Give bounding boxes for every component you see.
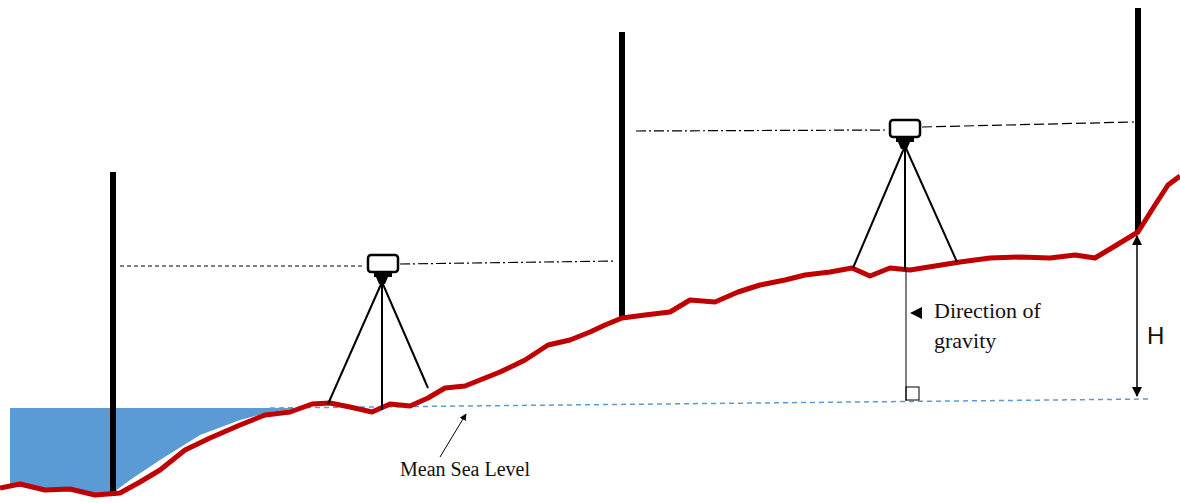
line-of-sight <box>120 265 365 266</box>
datum-label: Mean Sea Level <box>400 456 530 482</box>
leveling-staff <box>110 172 116 496</box>
annotation-label: Direction of gravity <box>934 296 1054 356</box>
terrain-profile <box>0 176 1180 495</box>
line-of-sight <box>400 261 616 264</box>
line-of-sight <box>636 130 888 131</box>
leveling-staff <box>1135 8 1141 232</box>
gravity-pointer <box>910 307 922 319</box>
gravity-line <box>906 270 907 401</box>
leader-line <box>440 414 466 457</box>
level-instrument <box>328 255 428 410</box>
level-instrument <box>853 120 957 270</box>
leveling-staff <box>619 32 625 320</box>
line-of-sight <box>922 122 1134 127</box>
right-angle-mark <box>906 387 919 400</box>
dimension-label: H <box>1147 322 1164 350</box>
height-dimension <box>1136 236 1138 396</box>
